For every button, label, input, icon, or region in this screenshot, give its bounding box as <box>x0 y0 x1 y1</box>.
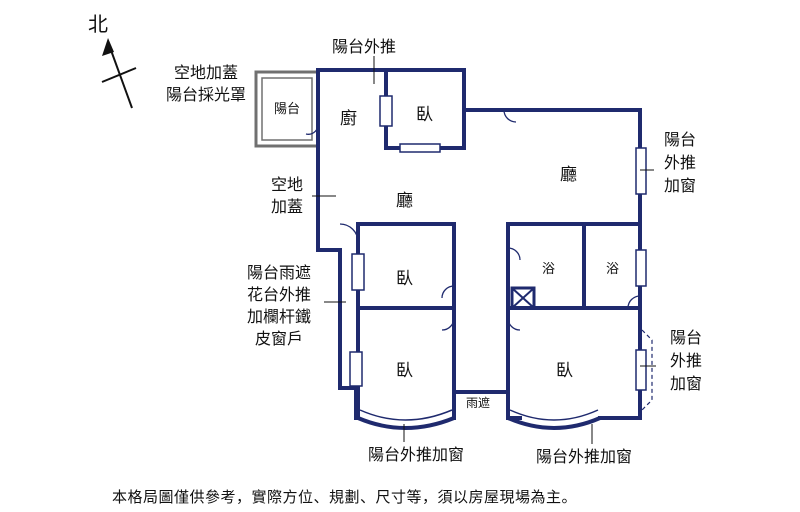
note-right-balcony-bottom-line-1: 陽台 <box>669 328 702 347</box>
note-right-balcony-bottom-line-3: 加窗 <box>669 374 702 393</box>
room-bedroom-top: 臥 <box>416 105 433 125</box>
door-swings <box>305 109 641 331</box>
note-left-modification: 陽台雨遮 花台外推 加欄杆鐵 皮窗戶 <box>236 262 322 350</box>
room-canopy: 雨遮 <box>466 396 491 410</box>
note-empty-lot-line-1: 空地 <box>270 175 303 194</box>
note-empty-lot: 空地 加蓋 <box>264 174 310 218</box>
balcony-dashed-outline <box>641 329 653 411</box>
note-bottom-right-push: 陽台外推加窗 <box>536 447 633 466</box>
room-kitchen: 廚 <box>340 109 357 129</box>
room-bath-left: 浴 <box>542 262 556 277</box>
room-living-right: 廳 <box>560 165 577 185</box>
room-bedroom-middle: 臥 <box>396 269 413 289</box>
note-empty-lot-line-2: 加蓋 <box>270 197 303 216</box>
note-balcony-cover-line-2: 陽台採光罩 <box>165 85 246 104</box>
note-left-mod-line-1: 陽台雨遮 <box>246 263 311 282</box>
north-label: 北 <box>88 12 108 36</box>
walls <box>316 68 642 420</box>
room-bedroom-bottom-right: 臥 <box>556 361 573 381</box>
note-bottom-left-push: 陽台外推加窗 <box>368 445 465 464</box>
note-left-mod-line-4: 皮窗戶 <box>254 329 303 348</box>
room-bedroom-bottom-left: 臥 <box>396 361 413 381</box>
footer-disclaimer: 本格局圖僅供參考，實際方位、規劃、尺寸等，須以房屋現場為主。 <box>112 488 578 506</box>
note-left-mod-line-3: 加欄杆鐵 <box>246 307 311 326</box>
note-balcony-cover-line-1: 空地加蓋 <box>173 63 238 82</box>
note-balcony-cover: 空地加蓋 陽台採光罩 <box>156 62 256 106</box>
note-right-balcony-bottom: 陽台 外推 加窗 <box>664 326 708 395</box>
note-right-balcony-top-line-1: 陽台 <box>663 130 696 149</box>
room-bath-right: 浴 <box>606 262 620 277</box>
room-balcony: 陽台 <box>274 102 301 117</box>
note-right-balcony-bottom-line-2: 外推 <box>669 351 702 370</box>
note-right-balcony-top-line-2: 外推 <box>663 153 696 172</box>
north-arrow-icon <box>101 38 137 109</box>
note-right-balcony-top: 陽台 外推 加窗 <box>658 128 702 197</box>
leader-lines <box>312 56 656 444</box>
window-marks <box>349 95 647 391</box>
room-living-center: 廳 <box>396 191 413 211</box>
note-balcony-push-top: 陽台外推 <box>332 37 397 56</box>
note-left-mod-line-2: 花台外推 <box>246 285 311 304</box>
note-right-balcony-top-line-3: 加窗 <box>663 176 696 195</box>
bay-windows <box>357 409 601 430</box>
